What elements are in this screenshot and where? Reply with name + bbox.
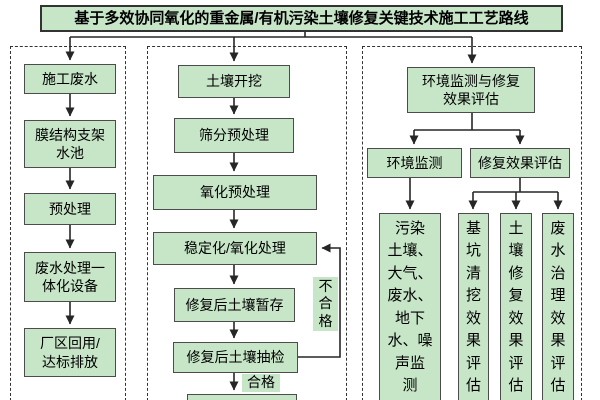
node-screening-pretreatment: 筛分预处理 (174, 118, 294, 153)
unqualified-label: 不 合 格 (313, 277, 338, 331)
node-monitoring-items: 污染 土壤、 大气、 废水、 地下 水、噪 声监 测 (379, 213, 441, 400)
node-environmental-monitoring: 环境监测 (367, 148, 462, 178)
group-wastewater-column (10, 46, 126, 400)
node-oxidation-pretreatment: 氧化预处理 (153, 175, 317, 210)
node-monitoring-evaluation-root: 环境监测与修复 效果评估 (407, 67, 535, 113)
node-soil-excavation: 土壤开挖 (178, 65, 290, 98)
node-soil-remediation-evaluation: 土 壤 修 复 效 果 评 估 (500, 213, 532, 400)
node-construction-wastewater: 施工废水 (24, 64, 116, 94)
node-remediation-evaluation: 修复效果评估 (470, 148, 570, 178)
qualified-label: 合格 (242, 374, 280, 392)
diagram-title: 基于多效协同氧化的重金属/有机污染土壤修复关键技术施工工艺路线 (40, 5, 563, 32)
node-membrane-support-pool: 膜结构支架 水池 (24, 120, 116, 168)
node-wastewater-treatment-evaluation: 废 水 治 理 效 果 评 估 (542, 213, 574, 400)
node-stabilization-oxidation: 稳定化/氧化处理 (153, 232, 317, 265)
node-pretreatment: 预处理 (24, 193, 116, 225)
node-integrated-wastewater-equipment: 废水处理一 体化设备 (24, 252, 116, 302)
node-remediated-soil-sampling: 修复后土壤抽检 (173, 342, 298, 373)
node-remediated-soil-storage: 修复后土壤暂存 (174, 288, 295, 322)
node-plant-reuse-discharge: 厂区回用/ 达标排放 (24, 328, 116, 377)
node-next-step-partial (187, 394, 297, 400)
node-pit-excavation-evaluation: 基 坑 清 挖 效 果 评 估 (458, 213, 489, 400)
group-soil-column (147, 46, 347, 400)
